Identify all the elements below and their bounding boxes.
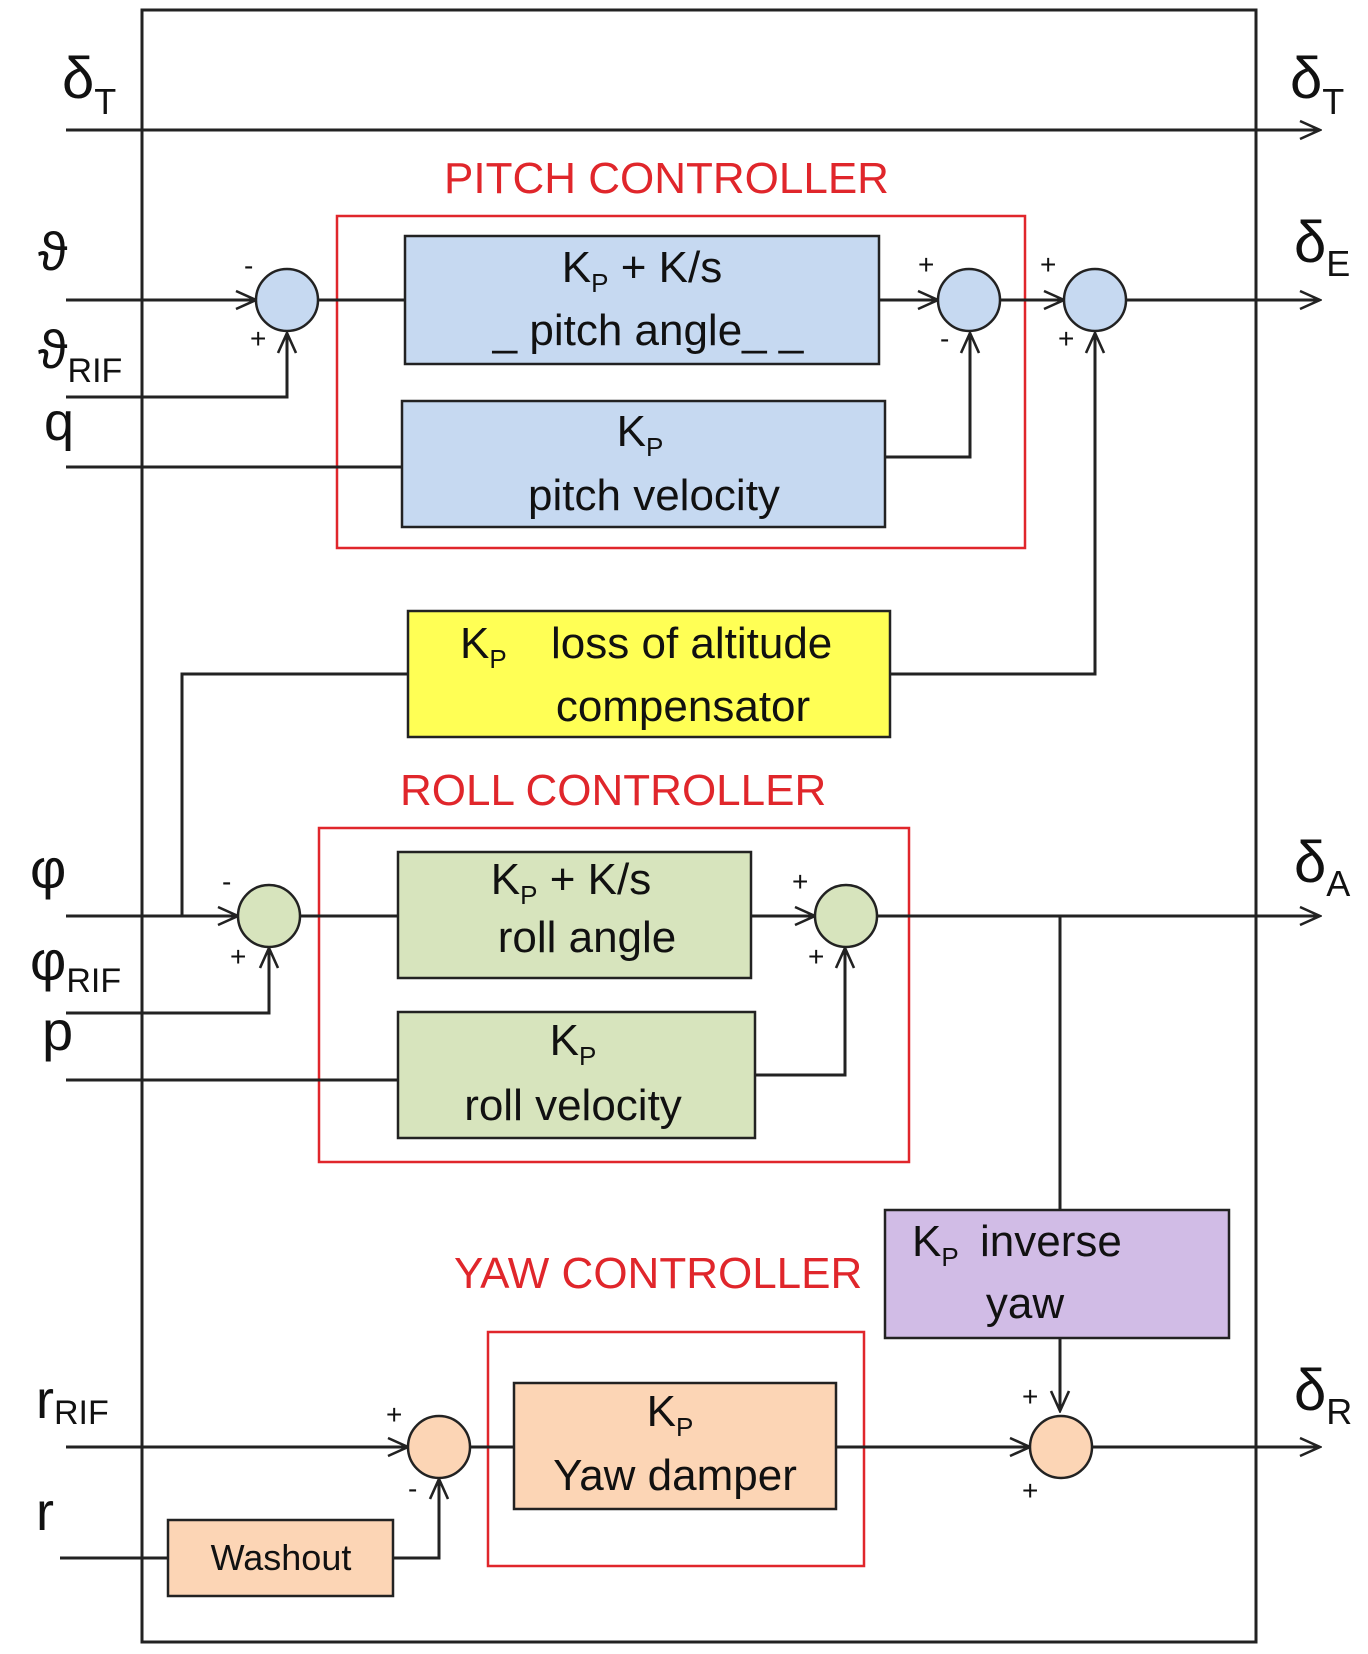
roll-velocity-block	[396, 1010, 757, 1140]
roll-controller-box	[317, 826, 911, 1164]
pitch-angle-block	[403, 234, 881, 366]
pitch-velocity-label: pitch velocity	[528, 471, 780, 520]
roll-angle-gain: KP + K/s	[491, 855, 651, 910]
yaw-damper-gain: KP	[647, 1387, 694, 1442]
sign-plus: +	[918, 249, 934, 280]
roll-angle-label: roll angle	[498, 913, 677, 962]
sign-minus: -	[940, 323, 949, 354]
input-phi-ref: φRIF	[30, 929, 121, 1000]
input-r: r	[36, 1482, 54, 1542]
roll-vel-out-wire	[755, 948, 845, 1077]
roll-angle-block	[396, 850, 753, 980]
input-r-ref: rRIF	[36, 1370, 109, 1432]
pitch-error-sum-junction	[254, 267, 320, 333]
sign-plus: +	[1040, 249, 1056, 280]
sign-plus: +	[386, 1399, 402, 1430]
output-delta-e: δE	[1294, 210, 1350, 284]
rudder-sum-junction	[1028, 1414, 1094, 1480]
altitude-out-wire	[890, 333, 1095, 676]
sign-minus: -	[408, 1473, 417, 1504]
sign-plus: +	[1022, 1475, 1038, 1506]
roll-error-sum-junction	[236, 883, 302, 949]
altitude-in-wire	[180, 672, 408, 916]
output-delta-r: δR	[1294, 1358, 1352, 1432]
altitude-compensator-block	[406, 609, 892, 739]
sign-plus: +	[792, 866, 808, 897]
roll-velocity-label: roll velocity	[464, 1081, 682, 1130]
roll-inner-sum-junction	[813, 883, 879, 949]
yaw-controller-box	[486, 1330, 866, 1568]
input-theta: ϑ	[38, 222, 68, 282]
pitch-inner-sum-junction	[936, 267, 1002, 333]
yaw-damper-label: Yaw damper	[553, 1451, 797, 1500]
input-phi: φ	[30, 837, 66, 900]
sign-plus: +	[1058, 323, 1074, 354]
pitch-vel-out-wire	[885, 333, 970, 459]
system-frame	[140, 8, 1258, 1644]
theta-ref-wire	[66, 333, 287, 399]
yaw-error-sum-junction	[406, 1414, 472, 1480]
roll-velocity-gain: KP	[550, 1016, 597, 1071]
yaw-damper-block	[512, 1381, 838, 1511]
altitude-label-line2: compensator	[556, 682, 810, 731]
sign-plus: +	[230, 941, 246, 972]
output-delta-t: δT	[1290, 46, 1344, 122]
sign-minus: -	[222, 866, 231, 897]
sign-plus: +	[250, 323, 266, 354]
pitch-angle-gain: KP + K/s	[562, 243, 722, 298]
input-p: p	[42, 999, 73, 1062]
inverse-yaw-gain: KP	[912, 1217, 959, 1272]
input-q: q	[44, 392, 74, 452]
elevator-sum-junction	[1062, 267, 1128, 333]
altitude-label-line1: loss of altitude	[551, 619, 832, 668]
input-theta-ref: ϑRIF	[38, 320, 122, 390]
inverse-yaw-label-line1: inverse	[980, 1217, 1122, 1266]
washout-label: Washout	[211, 1537, 352, 1578]
sign-plus: +	[808, 941, 824, 972]
washout-out-wire	[393, 1479, 439, 1560]
pitch-velocity-gain: KP	[617, 407, 664, 462]
inverse-yaw-block	[883, 1208, 1231, 1340]
output-delta-a: δA	[1294, 830, 1350, 904]
inverse-yaw-label-line2: yaw	[986, 1279, 1064, 1328]
pitch-angle-label: _ pitch angle_ _	[492, 306, 804, 355]
pitch-controller-title: PITCH CONTROLLER	[444, 154, 889, 203]
roll-controller-title: ROLL CONTROLLER	[400, 766, 826, 815]
yaw-controller-title: YAW CONTROLLER	[454, 1249, 862, 1298]
washout-block	[166, 1518, 395, 1598]
pitch-controller-box	[335, 214, 1027, 550]
phi-ref-wire	[66, 948, 269, 1015]
input-delta-t: δT	[62, 46, 116, 122]
pitch-velocity-block	[400, 399, 887, 529]
altitude-gain: KP	[460, 619, 507, 674]
sign-minus: -	[244, 250, 253, 281]
sign-plus: +	[1022, 1381, 1038, 1412]
